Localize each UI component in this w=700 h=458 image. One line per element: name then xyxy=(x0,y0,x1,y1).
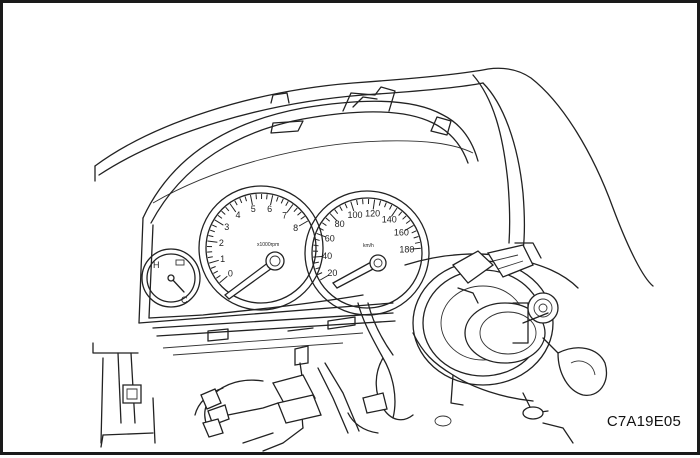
tachometer-numeral: 2 xyxy=(219,238,224,248)
tachometer-tick xyxy=(220,276,228,282)
speedometer-numeral: 180 xyxy=(399,245,414,255)
tachometer-tick xyxy=(209,260,219,263)
speedometer-numeral: 120 xyxy=(365,208,380,218)
tachometer-numeral: 4 xyxy=(236,210,241,220)
speedometer-tick xyxy=(399,212,402,216)
tachometer-tick xyxy=(301,216,305,219)
tachometer-numeral: 1 xyxy=(220,254,225,264)
tachometer-tick xyxy=(267,194,268,199)
tachometer-numeral: 5 xyxy=(251,204,256,214)
tachometer-tick xyxy=(211,267,216,269)
tachometer-tick xyxy=(276,197,278,202)
tachometer-numeral: 0 xyxy=(228,269,233,279)
tachometer-tick xyxy=(299,221,308,226)
tachometer-tick xyxy=(226,207,229,211)
steering-column-assembly xyxy=(405,243,606,443)
tachometer-tick xyxy=(281,199,283,204)
tachometer-tick xyxy=(208,257,213,258)
cluster-housing xyxy=(93,218,395,447)
speedometer-tick xyxy=(412,231,417,233)
tachometer-tick xyxy=(213,271,217,273)
speedometer-tick xyxy=(335,210,338,214)
speedometer-numeral: 140 xyxy=(382,215,397,225)
speedometer-tick xyxy=(357,200,358,205)
speedometer-numeral: 160 xyxy=(394,228,409,238)
tachometer-tick xyxy=(212,225,217,227)
wiring-harness xyxy=(195,303,413,451)
temp-high-label: H xyxy=(153,260,160,270)
tachometer-tick xyxy=(240,198,242,203)
speedometer-numeral: 60 xyxy=(325,234,335,244)
tachometer-tick xyxy=(235,201,237,205)
speedometer-tick xyxy=(345,204,347,209)
speedometer-tick xyxy=(403,216,407,219)
tachometer-tick xyxy=(218,215,222,218)
speedometer-tick xyxy=(326,218,330,221)
speedometer-tick xyxy=(385,203,387,208)
speedometer-tick xyxy=(379,201,380,206)
tachometer-tick xyxy=(245,196,246,201)
tachometer-tick xyxy=(222,211,226,214)
tachometer-tick xyxy=(215,220,224,225)
tachometer-numeral: 8 xyxy=(293,223,298,233)
tachometer-tick xyxy=(294,208,297,212)
speedometer-numeral: 100 xyxy=(347,210,362,220)
tachometer-unit-label: x1000rpm xyxy=(257,242,279,248)
speedometer-tick xyxy=(322,223,326,226)
speedometer-tick xyxy=(406,220,410,223)
tachometer-tick xyxy=(208,235,213,236)
speedometer-tick xyxy=(415,242,420,243)
tachometer-tick xyxy=(297,212,301,215)
speedometer-tick xyxy=(390,205,392,209)
speedometer-tick xyxy=(340,206,343,210)
speedometer-tick xyxy=(414,236,419,238)
tachometer-numeral: 3 xyxy=(224,222,229,232)
tachometer-numeral: 6 xyxy=(267,204,272,214)
speedometer-unit-label: km/h xyxy=(363,243,374,249)
tachometer-tick xyxy=(210,230,215,232)
tachometer-tick xyxy=(287,204,293,212)
speedometer-numeral: 40 xyxy=(322,251,332,261)
speedometer-numeral: 20 xyxy=(327,268,337,278)
tachometer-tick xyxy=(207,241,217,242)
speedometer-numeral: 80 xyxy=(335,219,345,229)
speedometer-tick xyxy=(314,245,319,246)
temp-low-label: C xyxy=(181,295,188,305)
dashboard-shroud xyxy=(95,68,653,286)
figure-reference-code: C7A19E05 xyxy=(607,413,681,430)
tachometer-tick xyxy=(286,201,289,205)
tachometer-tick xyxy=(216,275,220,278)
tachometer-numeral: 7 xyxy=(282,211,287,221)
